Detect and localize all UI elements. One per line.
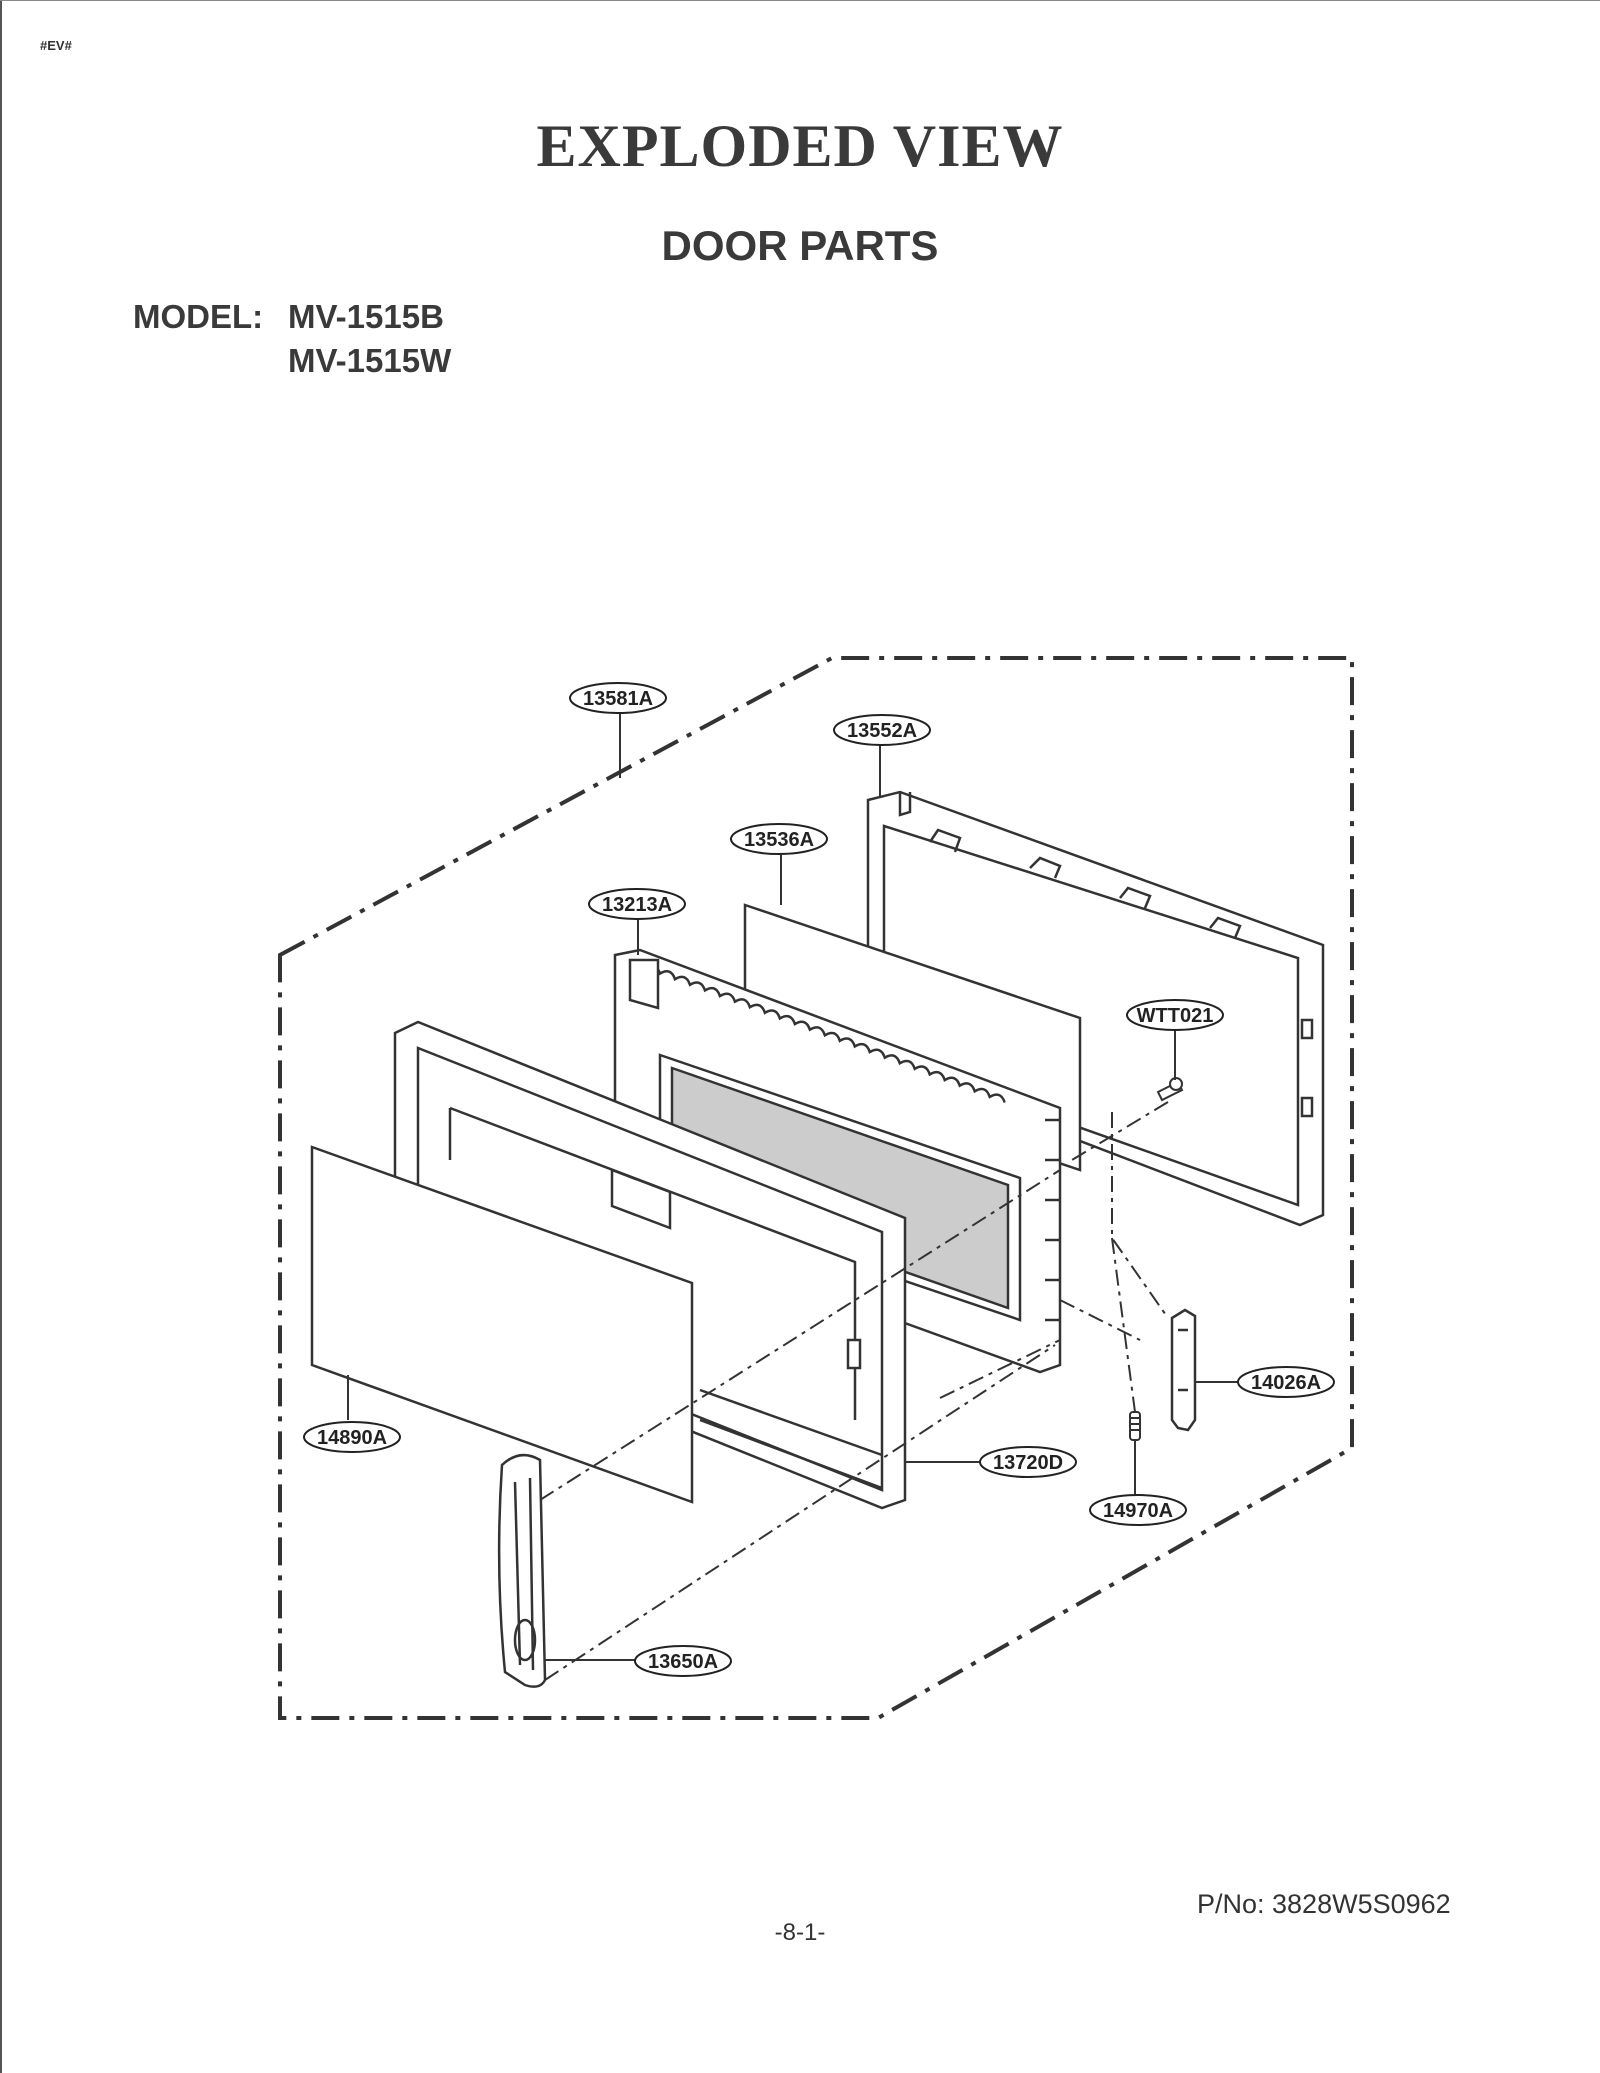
callout-14970A-label: 14970A [1103, 1500, 1173, 1522]
callout-13536A-label: 13536A [744, 829, 814, 851]
page-number: -8-1- [774, 1919, 826, 1946]
callout-13213A-label: 13213A [602, 894, 672, 916]
latch-spring-part [1129, 1411, 1141, 1441]
callout-13650A: 13650A [634, 1645, 732, 1677]
callout-13650A-label: 13650A [648, 1651, 718, 1673]
callout-14890A: 14890A [303, 1421, 401, 1453]
page-title: EXPLODED VIEW [536, 113, 1064, 179]
callout-13536A: 13536A [730, 823, 828, 855]
assembly-boundary [278, 656, 1354, 1720]
assembly-lines [539, 1101, 1169, 1681]
callout-13552A-label: 13552A [847, 720, 917, 742]
page-subtitle: DOOR PARTS [661, 222, 939, 269]
corner-tag: #EV# [40, 38, 72, 53]
screw-part [1156, 1077, 1184, 1102]
callout-WTT021: WTT021 [1126, 999, 1224, 1031]
callout-WTT021-label: WTT021 [1137, 1005, 1214, 1027]
callout-13720D-label: 13720D [993, 1452, 1063, 1474]
callout-13720D: 13720D [979, 1446, 1077, 1478]
page-frame-left [0, 0, 2, 2073]
callout-13581A-label: 13581A [583, 688, 653, 710]
callout-14026A-label: 14026A [1251, 1372, 1321, 1394]
model-label: MODEL: [133, 298, 264, 335]
leader-lines [347, 710, 1238, 1661]
door-handle-part [497, 1453, 547, 1688]
latch-lever-part [1170, 1308, 1197, 1432]
callout-13581A: 13581A [569, 682, 667, 714]
callout-14890A-label: 14890A [317, 1427, 387, 1449]
callout-13213A: 13213A [588, 888, 686, 920]
part-number: P/No: 3828W5S0962 [1197, 1889, 1451, 1919]
callout-14026A: 14026A [1237, 1366, 1335, 1398]
model-number-1: MV-1515B [288, 298, 444, 335]
page-frame-top [0, 0, 1600, 1]
callout-14970A: 14970A [1089, 1494, 1187, 1526]
callout-13552A: 13552A [833, 714, 931, 746]
model-number-2: MV-1515W [288, 342, 452, 379]
door-front-part [393, 1020, 907, 1510]
front-glass-part [310, 1145, 694, 1504]
